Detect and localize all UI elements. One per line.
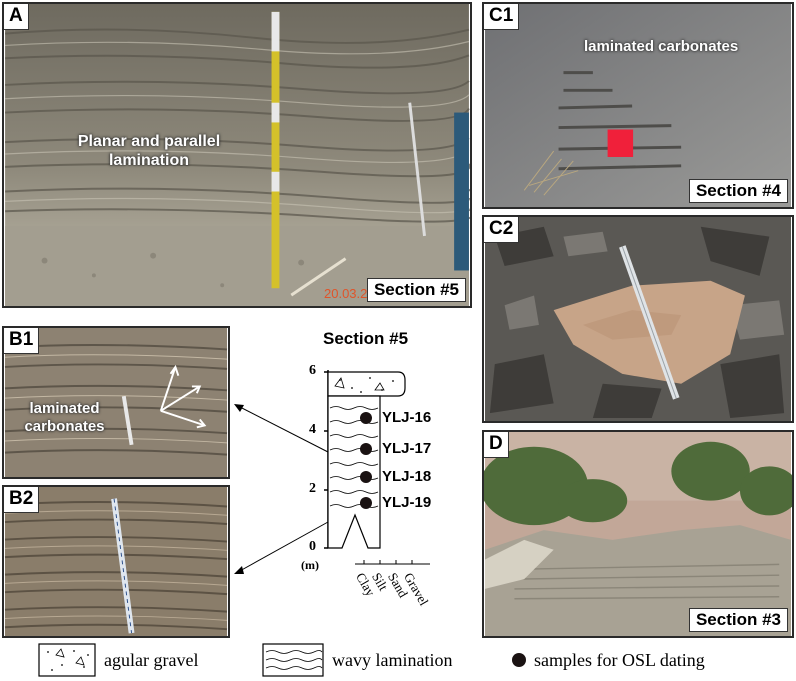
y-tick-0: 0 xyxy=(309,539,316,554)
panel-a-photo xyxy=(4,4,470,306)
y-tick-2: 2 xyxy=(309,481,316,496)
panel-b2: B2 xyxy=(2,485,230,638)
panel-d-section-tag: Section #3 xyxy=(688,608,788,632)
panel-a-date-stamp: 20.03.2 xyxy=(324,286,368,301)
panel-a-label: A xyxy=(4,4,29,30)
sample-label-ylj-16: YLJ-16 xyxy=(382,409,432,426)
panel-b1: B1 laminated carbonates xyxy=(2,326,230,479)
panel-a: A Planar and parallel lamination 20.03.2… xyxy=(2,2,472,308)
y-unit: (m) xyxy=(301,558,319,572)
sample-dot-ylj-18 xyxy=(360,471,372,483)
panel-b1-label: B1 xyxy=(4,328,40,354)
panel-c2-photo xyxy=(485,217,791,421)
sample-dot-ylj-17 xyxy=(360,443,372,455)
panel-c1-section-tag: Section #4 xyxy=(688,179,788,203)
legend-wavy-label: wavy lamination xyxy=(332,650,453,670)
column-title: Section #5 xyxy=(323,329,409,348)
gravel-bed xyxy=(327,371,406,397)
sample-dot-ylj-16 xyxy=(360,412,372,424)
legend-gravel-label: agular gravel xyxy=(104,650,199,670)
panel-a-section-tag: Section #5 xyxy=(366,278,466,302)
panel-c2: C2 xyxy=(482,215,794,423)
y-tick-6: 6 xyxy=(309,363,316,378)
leader-line-b2 xyxy=(237,521,329,573)
wavy-lamination-body xyxy=(327,395,381,549)
panel-b1-overlay-text: laminated carbonates xyxy=(24,400,105,435)
leader-line-b1 xyxy=(237,405,329,453)
panel-a-overlay-text: Planar and parallel lamination xyxy=(77,133,221,169)
strat-column xyxy=(234,370,430,574)
panel-c1-label: C1 xyxy=(484,4,520,30)
legend-wavy-swatch xyxy=(262,643,324,677)
panel-d-label: D xyxy=(484,432,509,458)
sample-label-ylj-17: YLJ-17 xyxy=(382,440,432,457)
sample-dot-ylj-19 xyxy=(360,497,372,509)
legend-gravel-swatch xyxy=(38,643,96,677)
panel-c1-photo xyxy=(485,4,791,207)
legend-osl-dot xyxy=(512,653,526,667)
panel-c2-label: C2 xyxy=(484,217,520,243)
legend-osl-label: samples for OSL dating xyxy=(534,650,705,670)
y-tick-4: 4 xyxy=(309,422,316,437)
sample-label-ylj-18: YLJ-18 xyxy=(382,468,432,485)
panel-d: D Section #3 xyxy=(482,430,794,638)
panel-b2-label: B2 xyxy=(4,487,40,513)
panel-c1-overlay-text: laminated carbonates xyxy=(584,38,739,55)
panel-c1: C1 laminated carbonates Section #4 xyxy=(482,2,794,209)
panel-b2-photo xyxy=(4,487,228,636)
panel-d-photo xyxy=(484,432,792,636)
sample-label-ylj-19: YLJ-19 xyxy=(382,494,432,511)
